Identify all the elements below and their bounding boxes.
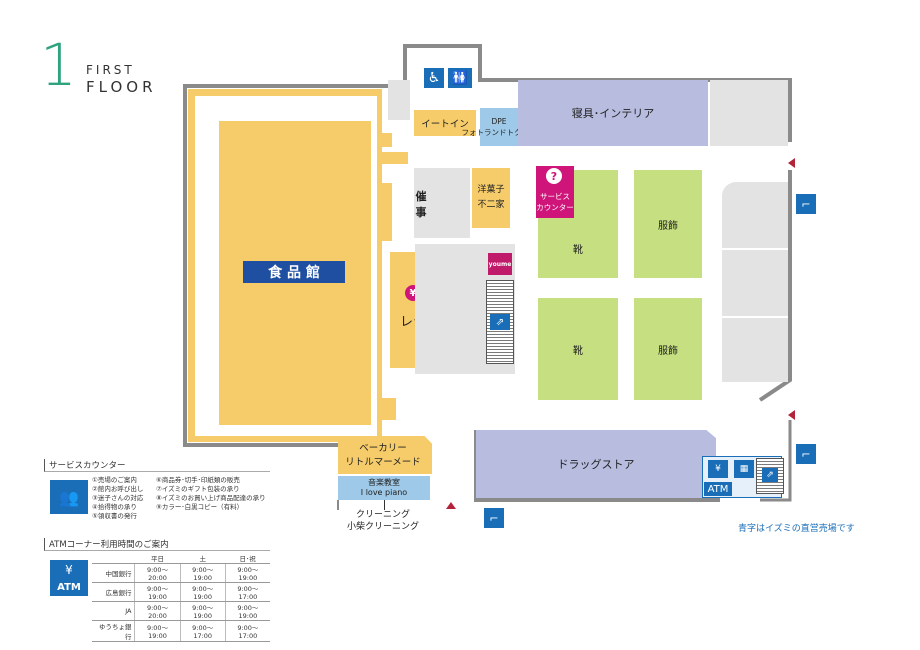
table-cell: 中国銀行 <box>92 563 135 583</box>
locker-icon[interactable]: ▦ <box>734 460 754 478</box>
atm-icon[interactable]: ¥ <box>708 460 728 478</box>
table-cell: JA <box>92 601 135 621</box>
food-hall-strip-3 <box>382 183 392 241</box>
table-header: 日･祝 <box>225 553 270 564</box>
service-item: ⑦イズミのギフト包装の承り <box>156 485 240 493</box>
table-cell: 9:00～19:00 <box>134 582 181 602</box>
table-row: 広島銀行 9:00～19:00 9:00～19:00 9:00～17:00 <box>92 582 270 602</box>
table-row: ゆうちょ銀行 9:00～19:00 9:00～17:00 9:00～17:00 <box>92 620 270 642</box>
service-item: ①売場のご案内 <box>92 476 137 484</box>
atm-legend-yen-icon: ¥ <box>65 563 73 577</box>
stairs-icon-3[interactable]: ⌐ <box>484 508 504 528</box>
table-cell: 9:00～17:00 <box>224 620 270 642</box>
atm-label: ATM <box>704 482 732 496</box>
clothing-area-1[interactable]: 服飾 <box>634 170 702 278</box>
service-item: ⑨カラー･白黒コピー（有料） <box>156 503 244 511</box>
service-item: ⑧イズミのお買い上げ商品配達の承り <box>156 494 266 502</box>
entrance-arrow-icon-2 <box>788 410 795 420</box>
question-icon: ? <box>546 168 562 184</box>
service-item: ④拾得物の承り <box>92 503 137 511</box>
floor-word-bottom: FLOOR <box>86 78 157 96</box>
restroom-icon: 🚻 <box>448 68 472 88</box>
cleaning-pointer <box>384 500 385 510</box>
table-cell: ゆうちょ銀行 <box>92 620 135 642</box>
event-area <box>414 168 470 238</box>
eat-in-area[interactable]: イートイン <box>414 110 476 136</box>
service-item: ③迷子さんの対応 <box>92 494 144 502</box>
table-cell: 広島銀行 <box>92 582 135 602</box>
food-hall-label[interactable]: 食 品 館 <box>243 261 345 283</box>
service-item: ②館内お呼び出し <box>92 485 144 493</box>
wheelchair-icon: ♿ <box>424 68 444 88</box>
escalator-icon-2[interactable]: ⇗ <box>762 468 778 482</box>
shoes-area-1[interactable]: 靴 <box>538 218 618 278</box>
service-legend-title: サービスカウンター <box>44 459 270 472</box>
right-side-divider-2 <box>722 316 788 318</box>
table-header: 土 <box>180 553 226 564</box>
drugstore-area[interactable]: ドラッグストア <box>476 430 716 498</box>
atm-legend-icon: ¥ ATM <box>50 560 88 596</box>
clothing-area-2[interactable]: 服飾 <box>634 298 702 400</box>
service-legend-left: ①売場のご案内 ②館内お呼び出し ③迷子さんの対応 ④拾得物の承り ⑤領収書の発… <box>92 476 143 521</box>
service-legend-icon: 👥 <box>50 480 88 514</box>
atm-legend-icon-label: ATM <box>57 581 81 593</box>
table-cell: 9:00～19:00 <box>179 582 226 602</box>
service-item: ⑥商品券･切手･印紙類の販売 <box>156 476 240 484</box>
floor-number: 1 <box>40 31 77 99</box>
table-cell: 9:00～19:00 <box>224 563 270 583</box>
shoes-area-2[interactable]: 靴 <box>538 298 618 400</box>
service-item: ⑤領収書の発行 <box>92 512 137 520</box>
floor-word-top: FIRST <box>86 63 135 77</box>
service-counter-label: サービス カウンター <box>536 192 574 212</box>
table-header: 平日 <box>134 553 181 564</box>
stairs-icon-2[interactable]: ⌐ <box>796 444 816 464</box>
corridor-top-left <box>388 80 410 120</box>
food-hall-strip-2 <box>380 152 408 164</box>
table-header-row: 平日 土 日･祝 <box>92 553 270 564</box>
stairs-icon[interactable]: ⌐ <box>796 194 816 214</box>
music-school[interactable]: 音楽教室 I love piano <box>338 476 430 500</box>
entrance-arrow-icon-3 <box>446 502 456 509</box>
atm-legend-title: ATMコーナー利用時間のご案内 <box>44 538 270 551</box>
table-cell: 9:00～20:00 <box>134 601 181 621</box>
bedding-interior-area[interactable]: 寝具･インテリア <box>518 80 708 146</box>
footnote: 青字はイズミの直営売場です <box>738 524 855 534</box>
event-label[interactable]: 催 事 <box>415 190 427 219</box>
table-cell: 9:00～19:00 <box>224 601 270 621</box>
table-cell: 9:00～17:00 <box>179 620 226 642</box>
table-row: JA 9:00～20:00 9:00～19:00 9:00～19:00 <box>92 601 270 621</box>
shoes-area-1-top <box>574 170 618 218</box>
corridor-top-right <box>710 80 788 146</box>
atm-hours-table: 平日 土 日･祝 中国銀行 9:00～20:00 9:00～19:00 9:00… <box>92 553 270 642</box>
escalator-icon[interactable]: ⇗ <box>490 314 510 330</box>
food-hall-strip-1 <box>380 133 392 147</box>
table-cell: 9:00～20:00 <box>134 563 181 583</box>
youme-logo: youme <box>488 253 512 275</box>
bakery-label[interactable]: ベーカリー リトルマーメード <box>345 443 421 468</box>
service-legend-right: ⑥商品券･切手･印紙類の販売 ⑦イズミのギフト包装の承り ⑧イズミのお買い上げ商… <box>156 476 266 512</box>
entrance-arrow-icon <box>788 158 795 168</box>
right-side-divider-1 <box>722 248 788 250</box>
confectionery-fujiya[interactable]: 洋菓子 不二家 <box>472 168 510 228</box>
bakery-area <box>338 436 432 474</box>
right-side-area <box>722 182 788 382</box>
table-header <box>92 553 135 564</box>
food-hall-strip-4 <box>380 398 396 420</box>
table-row: 中国銀行 9:00～20:00 9:00～19:00 9:00～19:00 <box>92 563 270 583</box>
dpe-area[interactable]: DPE フォトランドトクナガ <box>462 108 537 146</box>
table-cell: 9:00～19:00 <box>179 601 226 621</box>
cleaning-label[interactable]: クリーニング 小柴クリーニング <box>346 510 419 532</box>
table-cell: 9:00～19:00 <box>179 563 226 583</box>
table-cell: 9:00～19:00 <box>134 620 181 642</box>
table-cell: 9:00～17:00 <box>224 582 270 602</box>
